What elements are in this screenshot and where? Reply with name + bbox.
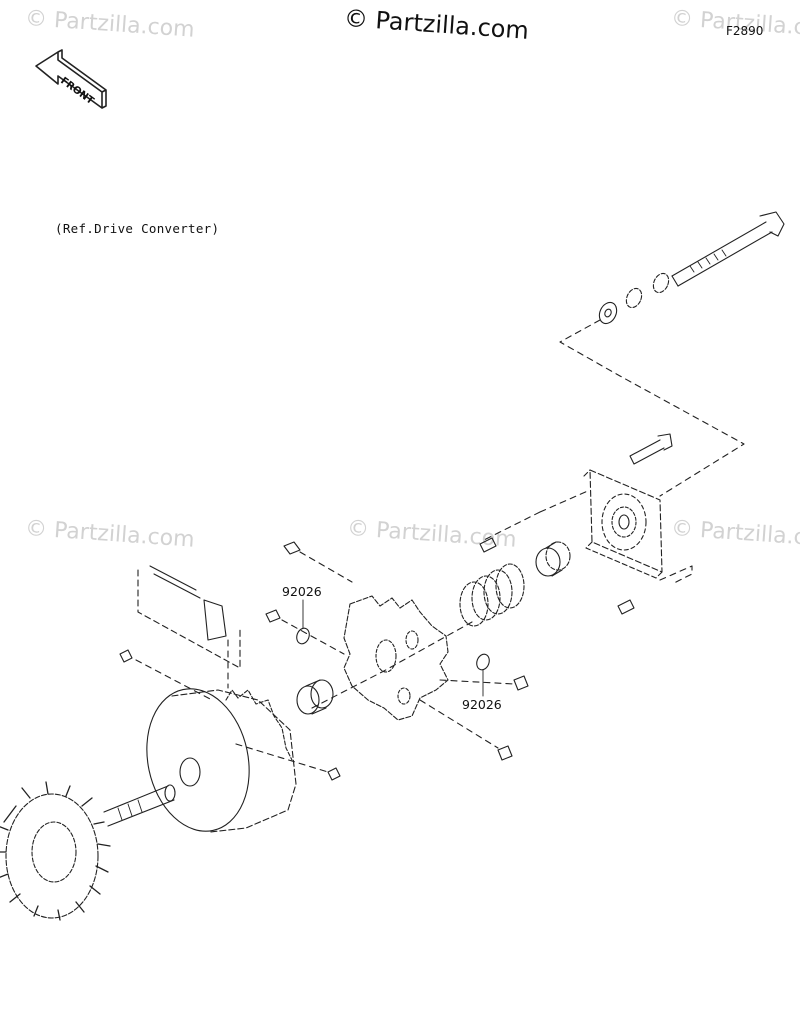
- short-bolt[interactable]: [629, 433, 673, 465]
- pin[interactable]: [617, 599, 635, 615]
- part-label-92026-upper[interactable]: 92026: [282, 584, 322, 599]
- spring[interactable]: [459, 563, 525, 627]
- nut[interactable]: [327, 767, 341, 781]
- shaft[interactable]: [103, 784, 176, 827]
- bushing[interactable]: [535, 541, 571, 577]
- o-ring-lower[interactable]: [475, 652, 492, 697]
- leader-line: [483, 489, 693, 585]
- roller-weight[interactable]: [137, 565, 241, 669]
- front-arrow-icon: FRONT: [35, 49, 107, 109]
- reference-note: (Ref.Drive Converter): [55, 221, 220, 236]
- pin[interactable]: [479, 537, 497, 553]
- nut[interactable]: [513, 675, 529, 691]
- leader-line: [559, 319, 745, 497]
- nut[interactable]: [283, 541, 301, 555]
- bushing[interactable]: [296, 679, 334, 715]
- spider-plate[interactable]: [343, 595, 449, 721]
- o-ring-upper[interactable]: [295, 599, 312, 646]
- movable-sheave[interactable]: [134, 679, 297, 841]
- part-label-92026-lower[interactable]: 92026: [462, 697, 502, 712]
- long-bolt[interactable]: [671, 211, 785, 287]
- nut[interactable]: [119, 649, 133, 663]
- nut[interactable]: [497, 745, 513, 761]
- leader-lines: [135, 551, 515, 773]
- washer-set[interactable]: [596, 271, 671, 326]
- cover-plate[interactable]: [583, 469, 663, 579]
- fixed-sheave-fan[interactable]: [0, 781, 111, 921]
- figure-id: F2890: [726, 24, 764, 38]
- nut[interactable]: [265, 609, 281, 623]
